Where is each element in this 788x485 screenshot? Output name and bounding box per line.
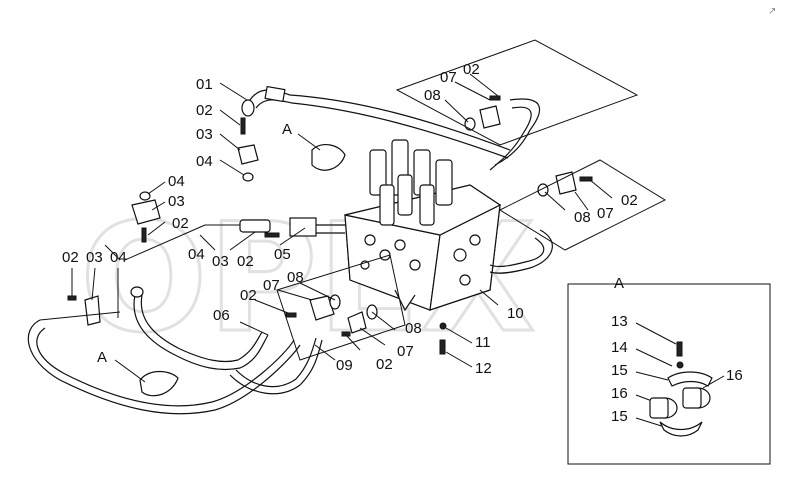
hose-top-right [489,98,540,171]
clamp-A-bottom [139,370,179,397]
label-01: 01 [196,76,213,93]
detail-title: A [614,275,624,292]
label-02: 02 [240,287,257,304]
label-02: 02 [376,356,393,373]
label-02: 02 [237,253,254,270]
label-04: 04 [168,173,185,190]
corner-mark: ↗ [768,6,776,17]
flange-top-right-group [464,95,501,131]
label-A: A [97,349,107,366]
label-03: 03 [168,193,185,210]
hose-right [489,229,553,274]
group-outline-top [395,39,639,146]
label-04: 04 [188,246,205,263]
label-10: 10 [507,305,524,322]
hose-top [249,85,511,159]
label-08: 08 [287,269,304,286]
label-14: 14 [611,339,628,356]
flange-left-group [131,191,161,243]
label-07: 07 [397,343,414,360]
flange-01-group [237,99,259,182]
hose-left-short [229,337,323,395]
flange-right-group [537,171,593,197]
label-02: 02 [172,215,189,232]
label-04: 04 [110,249,127,266]
control-valve-block [344,139,502,312]
label-07: 07 [440,69,457,86]
clamp-A-top [311,143,346,171]
label-16: 16 [611,385,628,402]
label-02: 02 [621,192,638,209]
seal-11-12 [439,322,447,355]
detail-frame [567,283,771,465]
flange-lower-group [285,294,378,337]
detail-view-A: A 13 14 15 16 15 16 [567,275,771,465]
label-08: 08 [424,87,441,104]
flange-middle-group [239,219,280,238]
label-02: 02 [463,61,480,78]
label-05: 05 [274,246,291,263]
group-outline-lower [276,254,406,361]
fitting-05 [289,217,317,237]
label-09: 09 [336,357,353,374]
label-03: 03 [212,253,229,270]
label-02: 02 [62,249,79,266]
label-06: 06 [213,307,230,324]
label-07: 07 [597,205,614,222]
label-03: 03 [86,249,103,266]
label-13: 13 [611,313,628,330]
label-08: 08 [405,320,422,337]
hose-left-middle [133,294,269,371]
group-outline-right [498,159,667,251]
label-A: A [282,121,292,138]
label-16: 16 [726,367,743,384]
label-15: 15 [611,362,628,379]
label-15: 15 [611,408,628,425]
label-12: 12 [475,360,492,377]
label-02: 02 [196,102,213,119]
label-07: 07 [263,277,280,294]
label-03: 03 [196,126,213,143]
hose-left-long [27,319,301,415]
label-11: 11 [475,334,491,351]
label-04: 04 [196,153,213,170]
label-08: 08 [574,209,591,226]
leader-lines [71,73,613,383]
bracket-left-group [67,286,144,326]
